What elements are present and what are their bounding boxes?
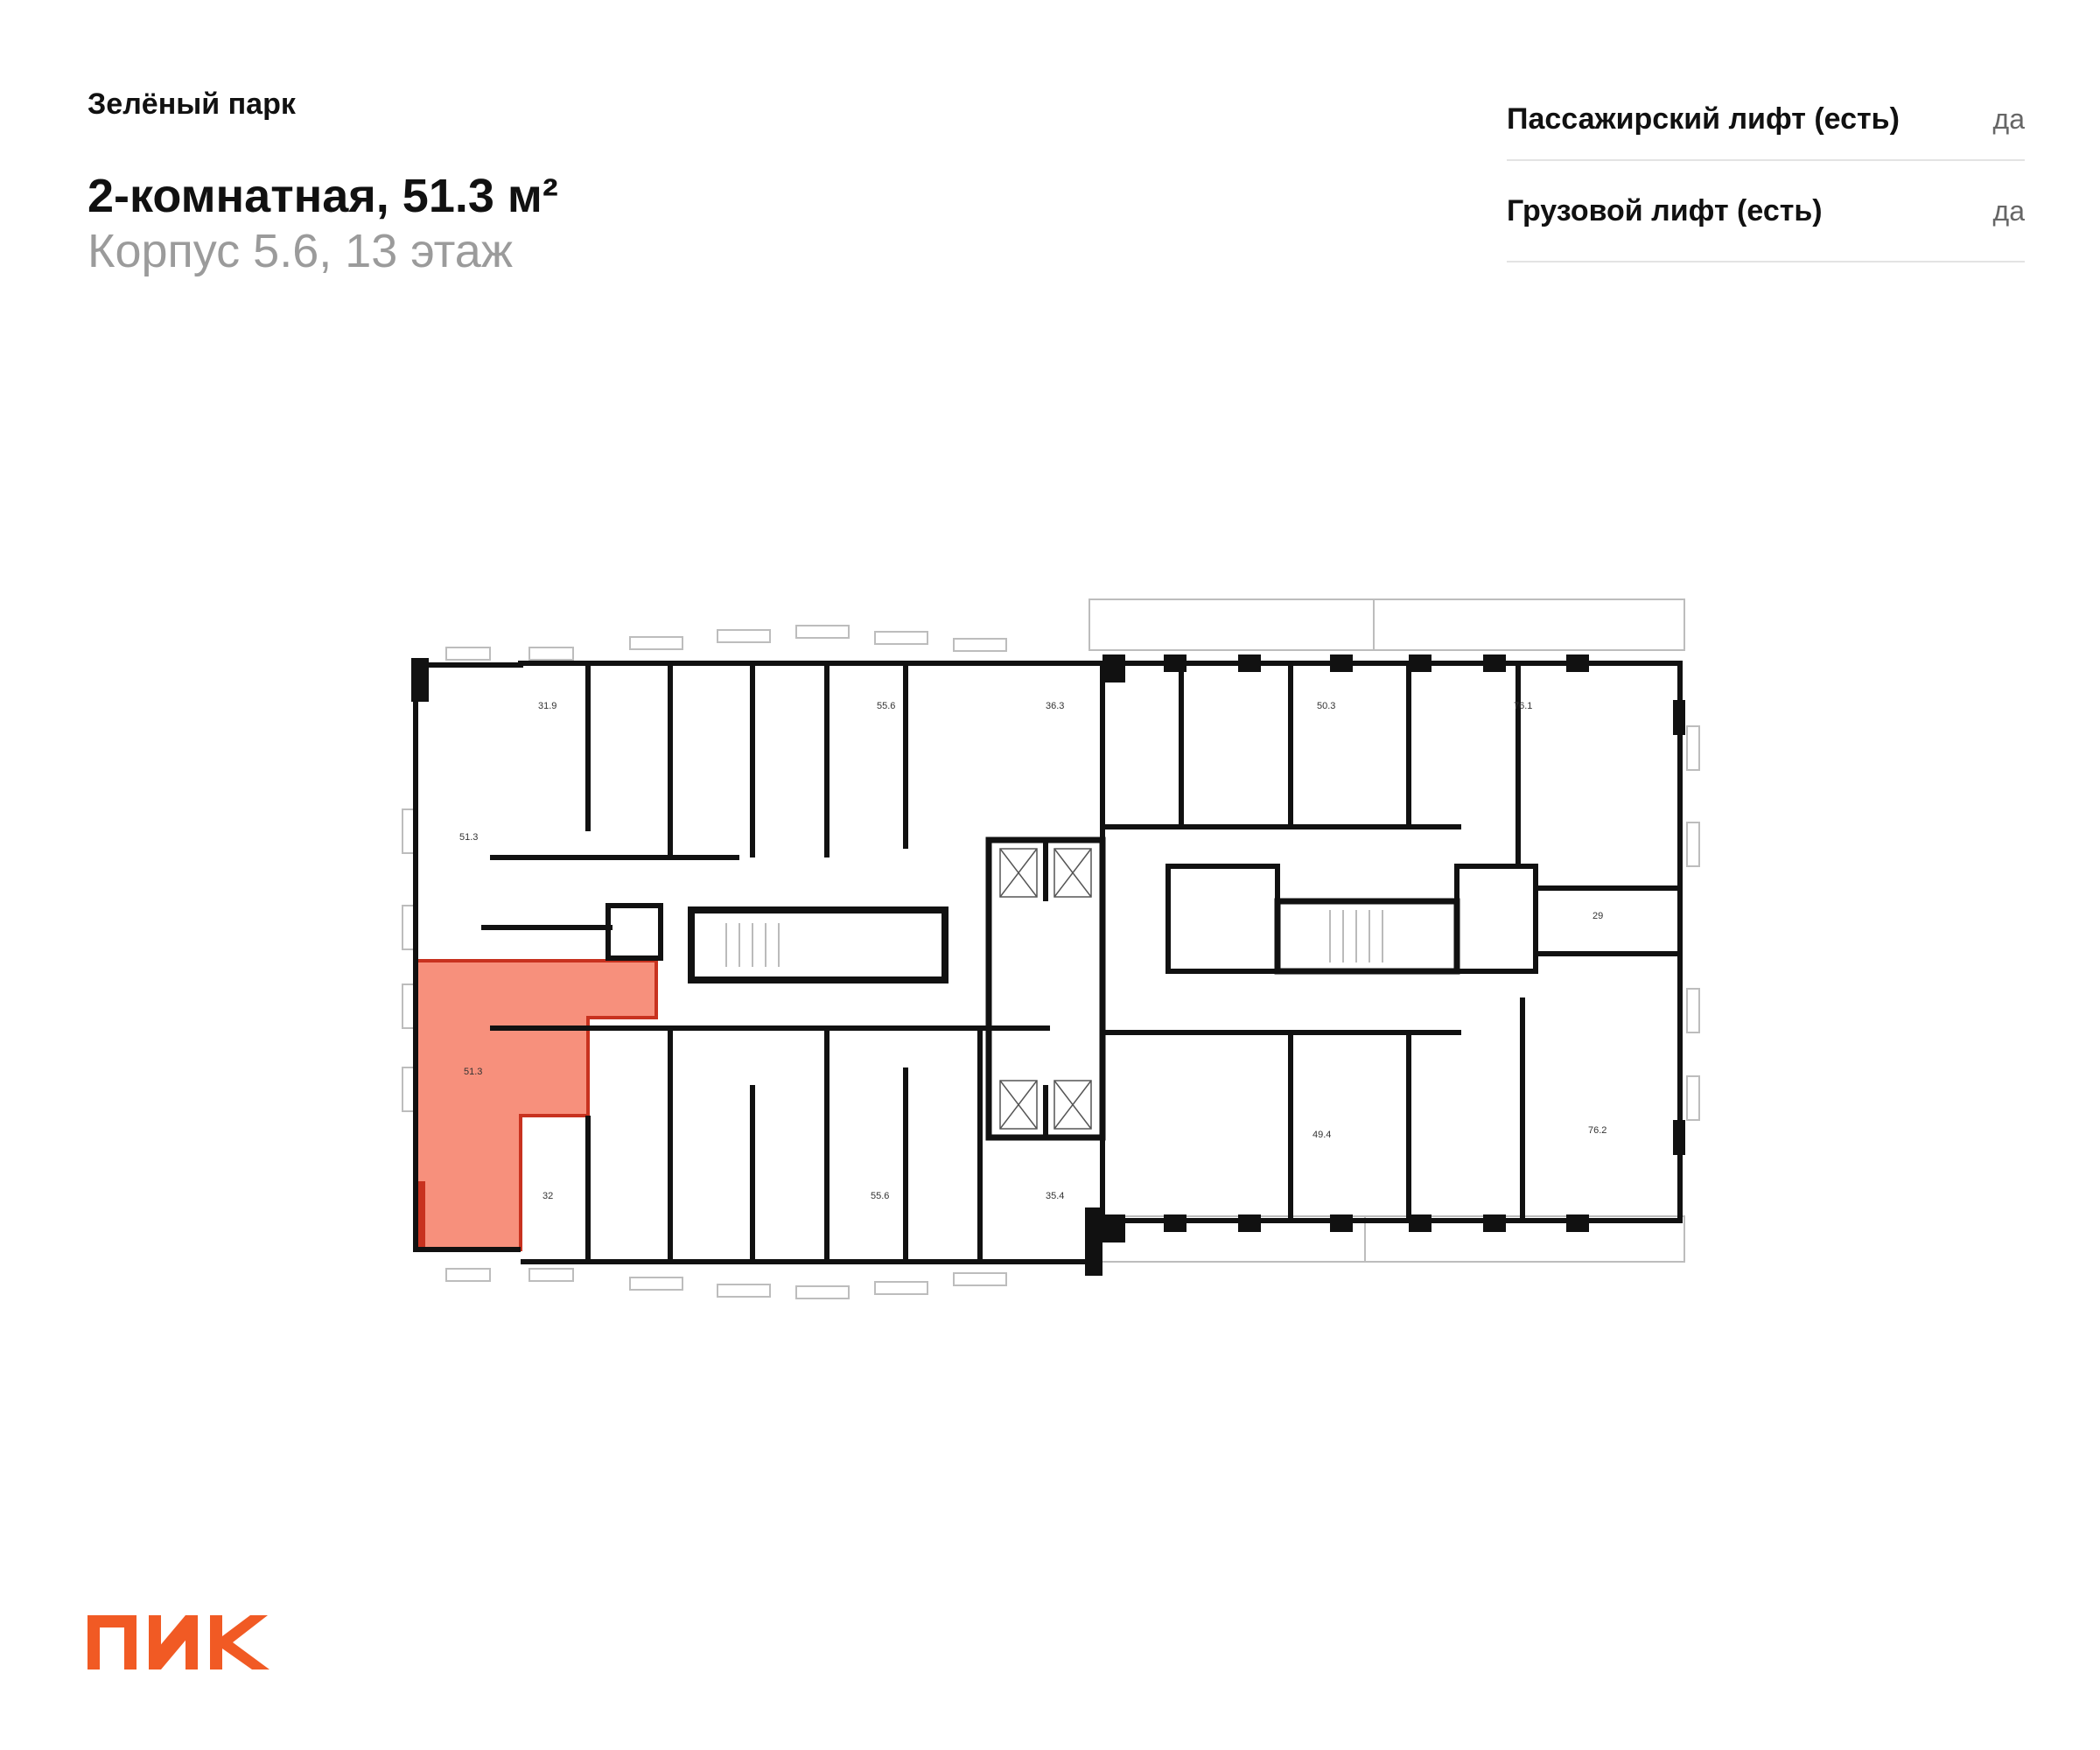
feature-freight-lift: Грузовой лифт (есть) да <box>1507 161 2025 262</box>
unit-area-label: 55.6 <box>877 701 895 711</box>
unit-area-label: 29 <box>1592 911 1603 921</box>
apartment-location: Корпус 5.6, 13 этаж <box>88 225 513 278</box>
feature-passenger-lift: Пассажирский лифт (есть) да <box>1507 79 2025 161</box>
features-list: Пассажирский лифт (есть) да Грузовой лиф… <box>1507 79 2025 262</box>
unit-area-label: 51.3 <box>464 1067 482 1077</box>
apartment-title: 2-комнатная, 51.3 м² <box>88 170 558 222</box>
unit-area-label: 76.2 <box>1588 1125 1606 1136</box>
floor-plan: 31.9 55.6 36.3 50.3 76.1 51.3 29 51.3 32… <box>385 578 1715 1317</box>
unit-area-label: 55.6 <box>871 1191 889 1201</box>
unit-area-label: 31.9 <box>538 701 556 711</box>
unit-area-label: 49.4 <box>1312 1130 1331 1140</box>
unit-area-label: 36.3 <box>1046 701 1064 711</box>
floor-plan-drawing: 31.9 55.6 36.3 50.3 76.1 51.3 29 51.3 32… <box>402 598 1700 1299</box>
unit-area-label: 50.3 <box>1317 701 1335 711</box>
feature-label: Грузовой лифт (есть) <box>1507 193 1823 228</box>
feature-value: да <box>1992 102 2025 135</box>
feature-label: Пассажирский лифт (есть) <box>1507 102 1900 136</box>
unit-area-label: 76.1 <box>1514 701 1532 711</box>
brand-logo-mark <box>88 1615 270 1670</box>
project-name: Зелёный парк <box>88 88 296 121</box>
unit-area-label: 35.4 <box>1046 1191 1064 1201</box>
feature-value: да <box>1992 194 2025 227</box>
unit-area-label: 51.3 <box>459 832 478 843</box>
selected-apartment[interactable] <box>414 959 658 1251</box>
pik-logo <box>88 1615 271 1674</box>
header: Зелёный парк 2-комнатная, 51.3 м² Корпус… <box>88 88 558 278</box>
unit-area-label: 32 <box>542 1191 553 1201</box>
